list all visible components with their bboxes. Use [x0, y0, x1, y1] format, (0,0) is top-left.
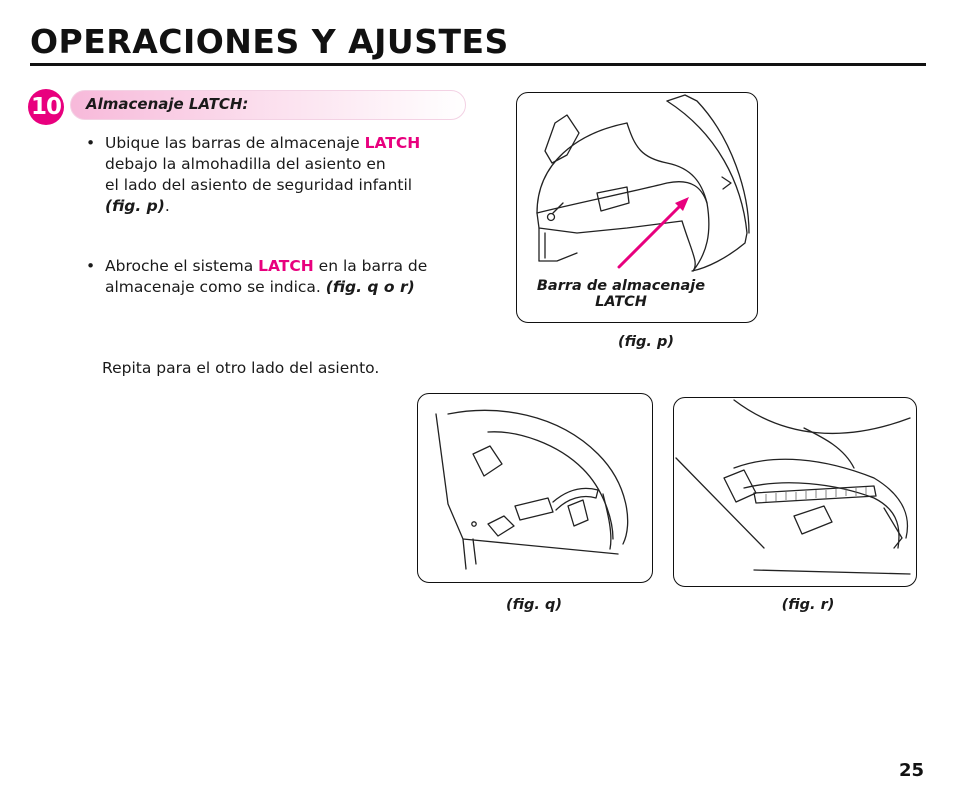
figure-p-callout: Barra de almacenaje LATCH	[516, 278, 726, 310]
arrowhead-icon	[675, 197, 689, 211]
latch-keyword: LATCH	[258, 257, 314, 275]
section-heading-bar	[70, 90, 466, 120]
step-number-badge: 10	[28, 89, 64, 125]
figure-q-caption: (fig. q)	[506, 597, 562, 613]
pointer-arrow	[617, 199, 687, 269]
figure-p-frame	[516, 92, 758, 323]
figure-reference: (fig. p)	[105, 197, 165, 215]
latch-keyword: LATCH	[364, 134, 421, 152]
latch-clip-illustration	[435, 409, 629, 570]
instruction-2-line2: almacenaje como se indica.	[105, 278, 326, 296]
instruction-1-line3: el lado del asiento de seguridad infanti…	[105, 176, 413, 194]
figure-r-frame	[673, 397, 917, 587]
instruction-2-text-post: en la barra de	[313, 257, 428, 275]
instruction-1-end: .	[164, 197, 170, 215]
repeat-note: Repita para el otro lado del asiento.	[102, 359, 380, 377]
section-heading: Almacenaje LATCH:	[86, 95, 249, 113]
callout-label-line2: LATCH	[595, 294, 647, 310]
bullet-marker: •	[86, 257, 96, 275]
car-seat-illustration	[536, 94, 750, 272]
instruction-1: Ubique las barras de almacenaje LATCH de…	[105, 133, 420, 217]
title-divider	[30, 63, 926, 66]
figure-reference: (fig. q o r)	[325, 278, 415, 296]
latch-strap-illustration	[675, 399, 911, 575]
bullet-marker: •	[86, 134, 96, 152]
instruction-2-text: Abroche el sistema	[105, 257, 259, 275]
page-title: OPERACIONES Y AJUSTES	[30, 22, 509, 61]
figure-r-caption: (fig. r)	[781, 597, 835, 613]
page-number: 25	[898, 760, 924, 781]
instruction-1-line2: debajo la almohadilla del asiento en	[105, 155, 386, 173]
instruction-2: Abroche el sistema LATCH en la barra de …	[105, 256, 427, 298]
callout-label-line1: Barra de almacenaje	[536, 278, 706, 294]
instruction-1-text: Ubique las barras de almacenaje	[105, 134, 365, 152]
figure-p-caption: (fig. p)	[618, 334, 674, 350]
figure-q-frame	[417, 393, 653, 583]
